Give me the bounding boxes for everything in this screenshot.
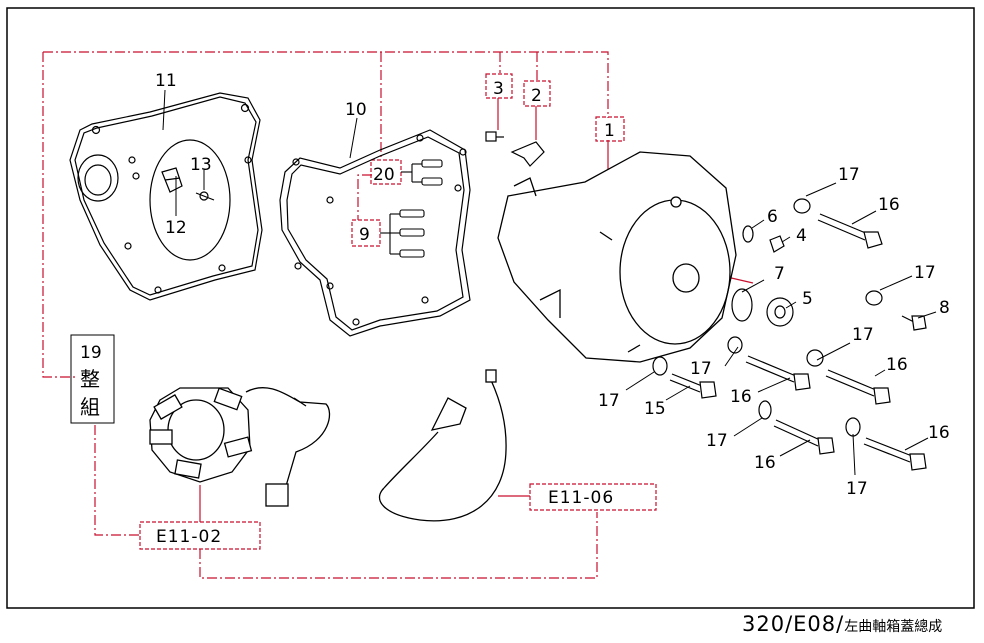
label-20: 20 <box>373 165 395 185</box>
label-2: 2 <box>531 86 542 106</box>
ref-box-e11-06: E11-06 <box>548 488 614 508</box>
bracket-12 <box>161 167 183 193</box>
label-3: 3 <box>493 79 504 99</box>
label-17-a: 17 <box>838 165 860 185</box>
label-4: 4 <box>796 226 807 246</box>
label-6: 6 <box>767 207 778 227</box>
label-17-f: 17 <box>706 431 728 451</box>
label-17-e: 17 <box>598 391 620 411</box>
label-10: 10 <box>345 100 367 120</box>
label-16-d: 16 <box>754 453 776 473</box>
part-labels: 1 2 3 4 5 6 7 8 9 10 11 12 13 15 20 16 1… <box>80 71 950 547</box>
leader-lines-black <box>162 89 937 476</box>
assembly-title: 左曲軸箱蓋總成 <box>844 619 943 635</box>
label-1: 1 <box>604 121 615 141</box>
label-19: 19 <box>80 343 102 363</box>
gasket-11 <box>69 92 263 301</box>
bolts-20-9 <box>380 159 443 258</box>
label-17-d: 17 <box>690 359 712 379</box>
diagram-frame <box>6 7 975 609</box>
label-11: 11 <box>155 71 177 91</box>
label-8: 8 <box>939 298 950 318</box>
label-19-cjk-1: 整 <box>80 367 100 391</box>
sensor-wire <box>378 369 507 522</box>
label-16-e: 16 <box>928 423 950 443</box>
label-17-g: 17 <box>846 479 868 499</box>
label-12: 12 <box>165 218 187 238</box>
small-parts <box>652 198 883 437</box>
label-16-a: 16 <box>878 195 900 215</box>
gasket-10 <box>279 129 471 337</box>
label-16-c: 16 <box>730 387 752 407</box>
assembly-box-19 <box>70 334 115 424</box>
page-code: 320/E08/ <box>742 612 845 636</box>
page-footer: 320/E08/左曲軸箱蓋總成 <box>742 612 942 638</box>
bolt-13 <box>195 191 215 201</box>
label-5: 5 <box>802 289 813 309</box>
label-16-b: 16 <box>886 355 908 375</box>
label-7: 7 <box>774 264 785 284</box>
label-13: 13 <box>190 155 212 175</box>
bolts-16-15-8 <box>669 213 927 471</box>
label-17-c: 17 <box>852 325 874 345</box>
reference-lines <box>42 51 609 579</box>
ref-box-e11-02: E11-02 <box>156 527 222 547</box>
label-19-cjk-2: 組 <box>80 395 100 419</box>
label-17-b: 17 <box>914 263 936 283</box>
stator-assembly <box>149 387 331 507</box>
clip-2 <box>510 141 545 167</box>
label-9: 9 <box>359 225 370 245</box>
bolt-3 <box>485 131 504 142</box>
crankcase-cover-1 <box>497 151 737 363</box>
label-15: 15 <box>644 399 666 419</box>
